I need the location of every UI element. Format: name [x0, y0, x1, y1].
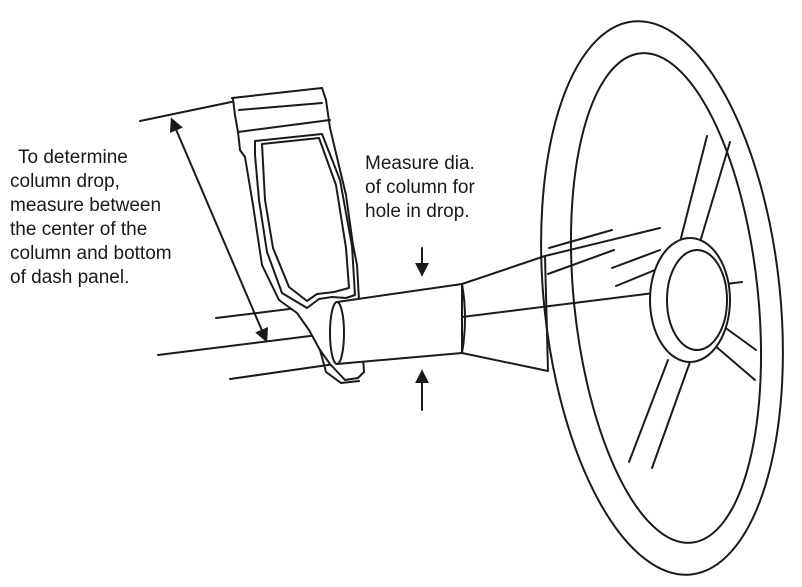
- column-drop-note-line: the center of the: [10, 219, 148, 240]
- diameter-note-line: hole in drop.: [365, 201, 470, 222]
- diameter-note: Measure dia. of column for hole in drop.: [365, 152, 475, 224]
- dash-panel-line: [139, 100, 237, 122]
- column-drop-note-line: column and bottom: [10, 243, 172, 264]
- column-bottom-line: [229, 363, 336, 380]
- column-drop-note-line: of dash panel.: [10, 267, 130, 288]
- diameter-note-line: of column for: [365, 177, 475, 198]
- column-drop-note-line: To determine: [18, 147, 128, 168]
- steering-column: [329, 227, 661, 372]
- column-drop-note: To determine column drop, measure betwee…: [10, 146, 172, 290]
- diameter-note-line: Measure dia.: [365, 153, 475, 174]
- column-drop-note-line: column drop,: [10, 171, 120, 192]
- column-drop-arrow: [169, 117, 269, 343]
- column-drop-note-line: measure between: [10, 195, 162, 216]
- steering-wheel: [540, 20, 784, 576]
